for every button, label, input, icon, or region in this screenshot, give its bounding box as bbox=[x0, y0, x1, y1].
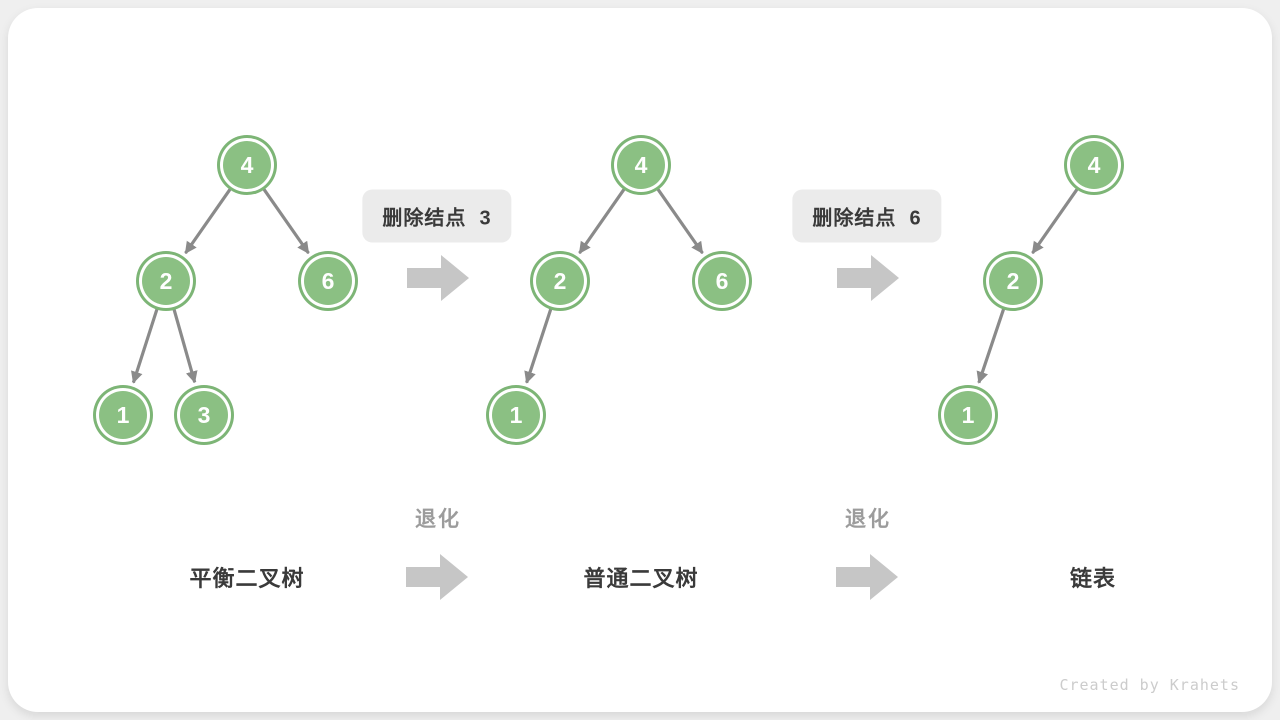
tree-node-balanced-binary-tree-3: 3 bbox=[180, 391, 228, 439]
tree-edge-2-1 bbox=[976, 301, 1008, 384]
transition-arrow-1 bbox=[407, 255, 469, 301]
tree-node-balanced-binary-tree-4: 4 bbox=[223, 141, 271, 189]
degrade-label-2: 退化 bbox=[845, 508, 891, 531]
degrade-arrow-1 bbox=[406, 554, 468, 600]
tree-node-balanced-binary-tree-6: 6 bbox=[304, 257, 352, 305]
tree-node-balanced-binary-tree-2: 2 bbox=[142, 257, 190, 305]
watermark: Created by Krahets bbox=[1059, 676, 1240, 694]
tree-edge-2-1 bbox=[524, 301, 555, 384]
tree-edge-2-1 bbox=[131, 301, 161, 384]
transition-arrow-2 bbox=[837, 255, 899, 301]
diagram-card bbox=[8, 8, 1272, 712]
degrade-label-1: 退化 bbox=[415, 508, 461, 531]
tree-edge-2-3 bbox=[170, 301, 198, 384]
tree-node-balanced-binary-tree-1: 1 bbox=[99, 391, 147, 439]
tree-caption-3: 链表 bbox=[1069, 566, 1117, 591]
tree-node-ordinary-binary-tree-1: 1 bbox=[492, 391, 540, 439]
degrade-arrow-2 bbox=[836, 554, 898, 600]
tree-node-linked-list-2: 2 bbox=[989, 257, 1037, 305]
tree-caption-2: 普通二叉树 bbox=[583, 566, 699, 591]
tree-edge-4-6 bbox=[258, 182, 310, 255]
tree-node-ordinary-binary-tree-6: 6 bbox=[698, 257, 746, 305]
tree-edge-4-2 bbox=[184, 182, 236, 255]
tree-node-ordinary-binary-tree-4: 4 bbox=[617, 141, 665, 189]
tree-edge-4-2 bbox=[578, 182, 630, 255]
tree-edge-4-6 bbox=[652, 182, 704, 255]
tree-caption-1: 平衡二叉树 bbox=[189, 566, 305, 591]
tree-edge-4-2 bbox=[1031, 182, 1083, 255]
operation-label-2: 删除结点 6 bbox=[792, 189, 942, 243]
operation-label-1: 删除结点 3 bbox=[362, 189, 512, 243]
tree-node-linked-list-1: 1 bbox=[944, 391, 992, 439]
tree-node-linked-list-4: 4 bbox=[1070, 141, 1118, 189]
tree-node-ordinary-binary-tree-2: 2 bbox=[536, 257, 584, 305]
